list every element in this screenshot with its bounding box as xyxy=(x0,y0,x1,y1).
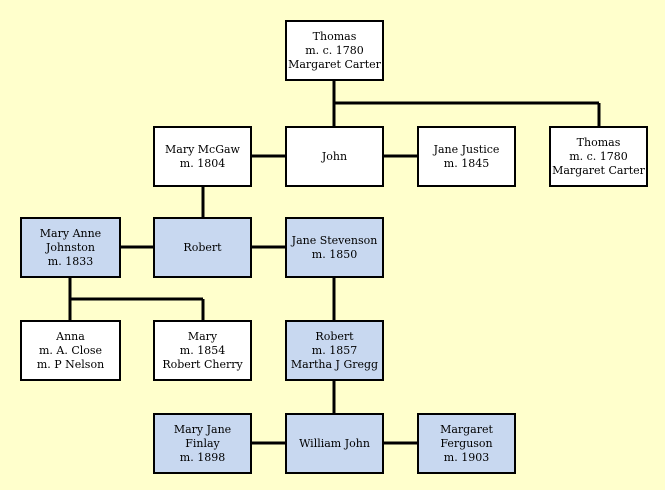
person-text-line: Finlay xyxy=(185,436,220,450)
person-text-line: Robert Cherry xyxy=(162,357,243,371)
person-text-line: m. 1903 xyxy=(443,450,490,464)
person-text-line: Robert xyxy=(183,240,222,254)
person-text-line: m. c. 1780 xyxy=(305,43,364,57)
person-text-line: Jane Justice xyxy=(433,142,500,156)
person-text-line: Mary Anne xyxy=(39,226,102,240)
person-text-line: m. 1804 xyxy=(179,156,226,170)
person-text-line: Thomas xyxy=(312,29,357,43)
person-text-line: m. 1850 xyxy=(311,247,358,261)
person-text-line: Jane Stevenson xyxy=(291,233,378,247)
person-text-line: Mary Jane xyxy=(173,422,232,436)
person-text-line: Ferguson xyxy=(440,436,493,450)
person-text-line: Johnston xyxy=(46,240,95,254)
person-text-line: m. P Nelson xyxy=(36,357,105,371)
person-text-line: Margaret Carter xyxy=(552,163,645,177)
person-text-line: m. 1898 xyxy=(179,450,226,464)
person-text-line: William John xyxy=(299,436,370,450)
person-text-line: m. 1857 xyxy=(311,343,358,357)
person-text-line: m. c. 1780 xyxy=(569,149,628,163)
person-text-line: Mary xyxy=(187,329,218,343)
person-text-line: Margaret xyxy=(440,422,493,436)
person-text-line: Anna xyxy=(56,329,85,343)
person-text-line: Thomas xyxy=(576,135,621,149)
person-text-line: m. A. Close xyxy=(38,343,103,357)
person-william-john: William John xyxy=(285,413,384,474)
person-text-line: m. 1845 xyxy=(443,156,490,170)
person-text-line: John xyxy=(321,149,348,163)
person-text-line: m. 1833 xyxy=(47,254,94,268)
person-text-line: Mary McGaw xyxy=(165,142,240,156)
person-robert: Robert xyxy=(153,217,252,278)
person-text-line: m. 1854 xyxy=(179,343,226,357)
person-text-line: Robert xyxy=(315,329,354,343)
person-john: John xyxy=(285,126,384,187)
person-text-line: Margaret Carter xyxy=(288,57,381,71)
person-text-line: Martha J Gregg xyxy=(290,357,379,371)
